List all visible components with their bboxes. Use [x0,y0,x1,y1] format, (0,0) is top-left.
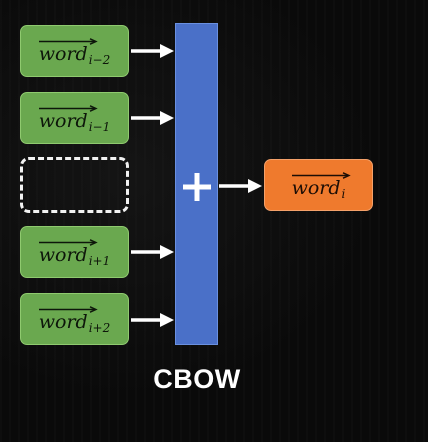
input-word-box-i-plus-2: word i+2 [20,293,129,345]
word-base: word [291,177,341,199]
word-label: word i+2 [38,306,111,335]
input-word-box-i-minus-1: word i−1 [20,92,129,144]
input-word-box-i-minus-2: word i−2 [20,25,129,77]
word-base: word [38,244,88,266]
arrow-head-input-4 [160,313,174,327]
word-subscript: i [341,187,346,201]
input-word-box-i-plus-1: word i+1 [20,226,129,278]
word-label: word i [291,172,351,201]
arrow-head-output [248,179,262,193]
diagram-caption: CBOW [153,364,241,394]
vector-arrow-icon [291,172,351,179]
arrow-head-input-1 [160,44,174,58]
sum-layer-bar [175,23,218,345]
word-base: word [38,110,88,132]
word-label: word i−1 [38,105,111,134]
word-label: word i−2 [38,38,111,67]
output-word-box: word i [264,159,373,211]
word-subscript: i−1 [88,120,111,134]
vector-arrow-icon [38,306,98,313]
word-base: word [38,311,88,333]
arrow-head-input-2 [160,111,174,125]
word-subscript: i−2 [88,53,111,67]
vector-arrow-icon [38,38,98,45]
target-word-placeholder [20,157,129,213]
vector-arrow-icon [38,239,98,246]
vector-arrow-icon [38,105,98,112]
word-base: word [38,43,88,65]
arrow-head-input-3 [160,245,174,259]
word-label: word i+1 [38,239,111,268]
plus-icon [183,173,211,201]
word-subscript: i+1 [88,254,111,268]
word-subscript: i+2 [88,321,111,335]
